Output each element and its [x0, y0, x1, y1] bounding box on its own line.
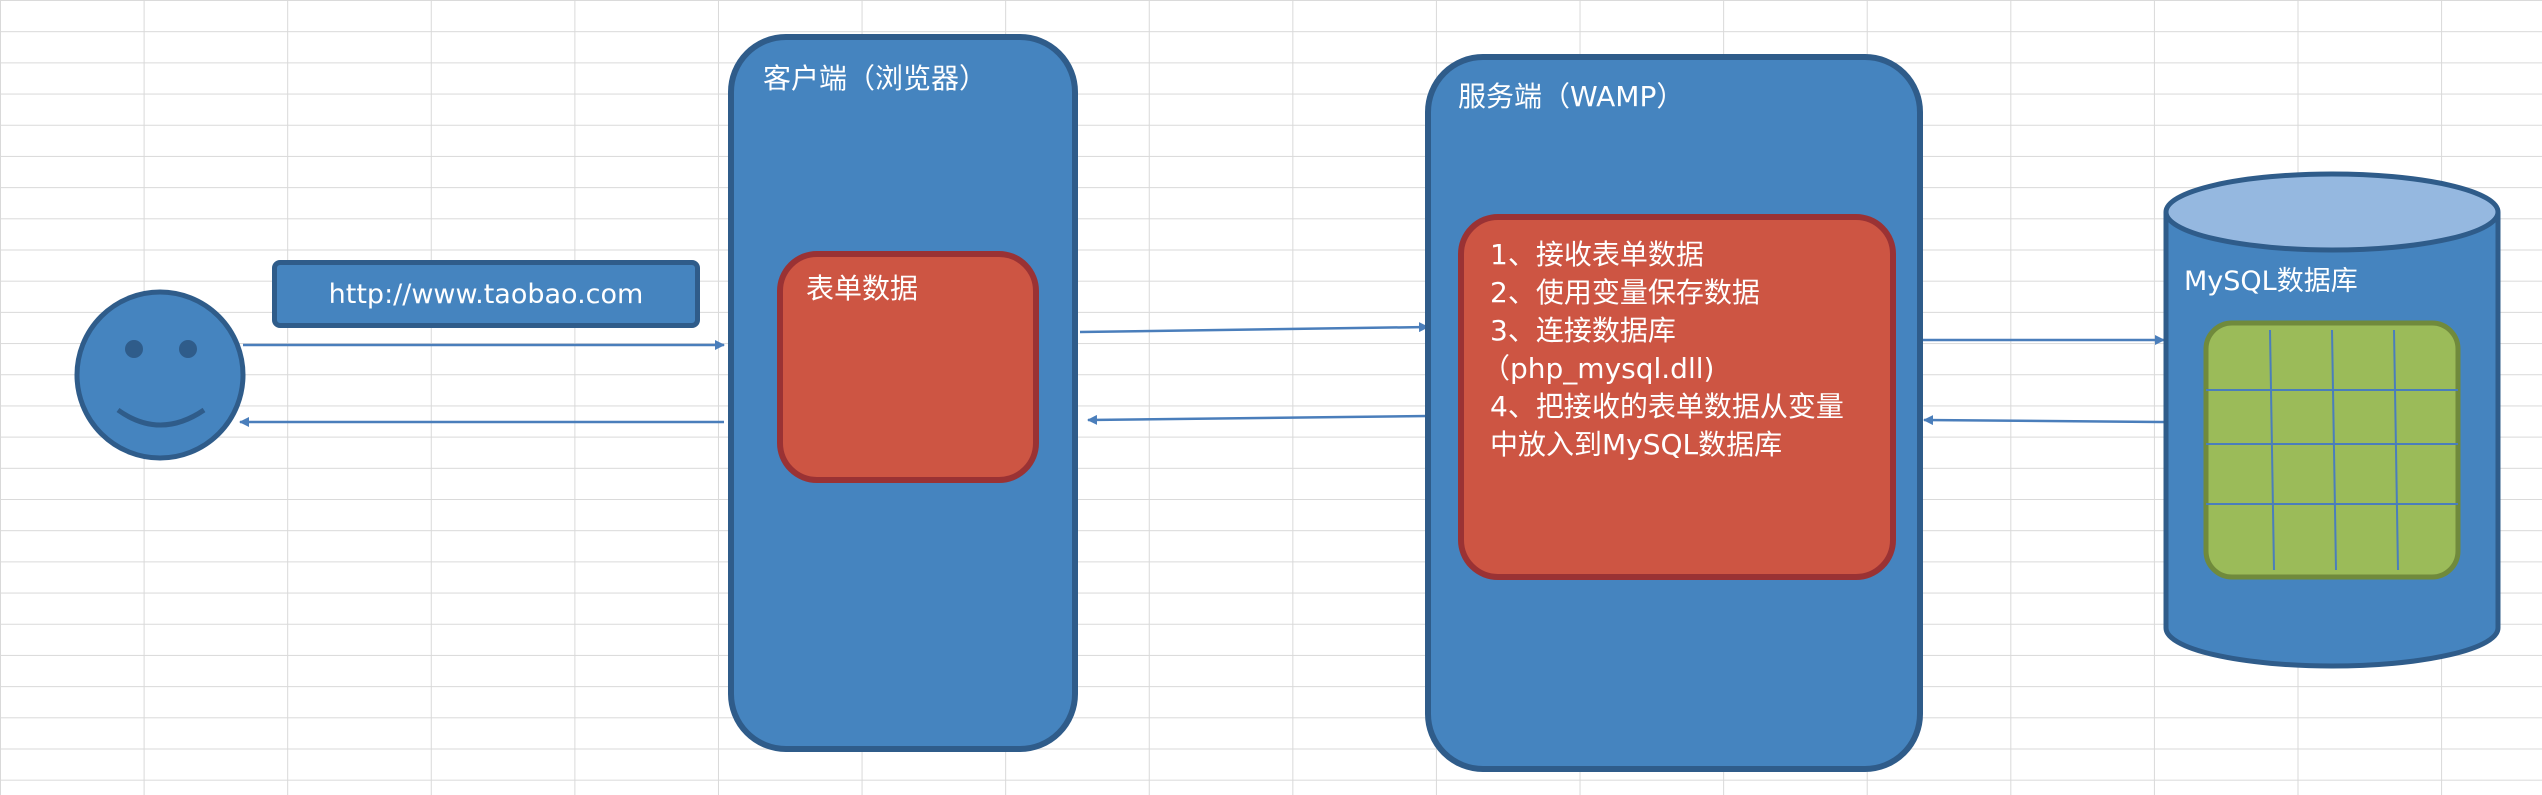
smiley-mouth-icon [116, 407, 206, 428]
database-table-grid [2203, 320, 2461, 580]
url-label-box: http://www.taobao.com [272, 260, 700, 328]
server-step: 中放入到MySQL数据库 [1490, 428, 1783, 461]
server-step: 3、连接数据库 [1490, 314, 1676, 347]
server-steps-list: 1、接收表单数据 2、使用变量保存数据 3、连接数据库 （php_mysql.d… [1482, 236, 1844, 464]
server-step: （php_mysql.dll) [1482, 352, 1715, 385]
smiley-right-eye-icon [179, 340, 197, 358]
client-form-data-label: 表单数据 [806, 272, 919, 305]
arrow-server-to-client [1087, 414, 1429, 425]
user-smiley-icon [74, 289, 246, 461]
arrow-db-to-server [1923, 415, 2165, 426]
server-step: 2、使用变量保存数据 [1490, 276, 1760, 309]
client-title: 客户端（浏览器） [763, 62, 988, 95]
database-top-ellipse [2163, 171, 2501, 253]
database-cylinder [2163, 171, 2501, 669]
database-title: MySQL数据库 [2184, 266, 2358, 297]
server-title: 服务端（WAMP） [1458, 80, 1685, 113]
server-steps-box [1458, 214, 1896, 580]
url-label-text: http://www.taobao.com [328, 278, 644, 310]
server-step: 4、把接收的表单数据从变量 [1490, 390, 1844, 423]
server-step: 1、接收表单数据 [1490, 238, 1704, 271]
arrow-client-to-server [1079, 322, 1429, 334]
smiley-left-eye-icon [125, 340, 143, 358]
client-form-data-box [777, 251, 1039, 483]
